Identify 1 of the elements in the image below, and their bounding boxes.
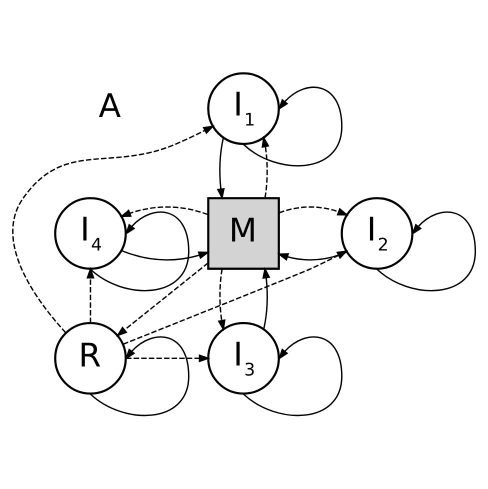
label: A [98, 86, 121, 125]
